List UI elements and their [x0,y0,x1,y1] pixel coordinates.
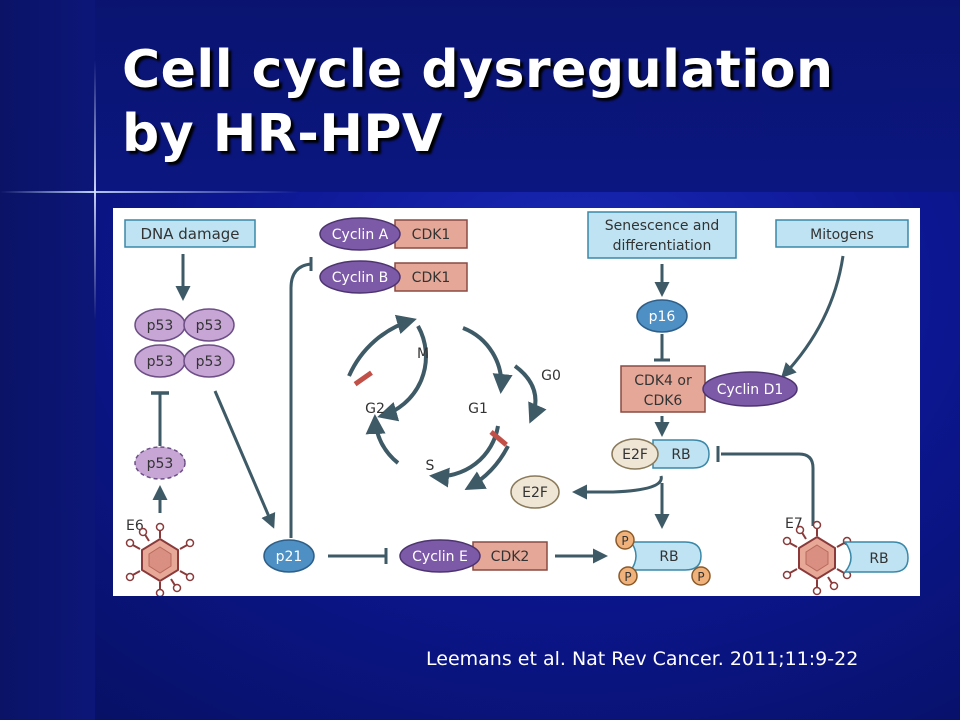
cyclin-d1-label: Cyclin D1 [717,382,784,398]
p16-label: p16 [649,309,676,325]
cell-cycle-diagram: DNA damage p53 p53 p53 p53 p53 E6 [124,211,909,596]
phosphate-label: P [621,534,628,548]
senescence-line-1: Senescence and [605,218,720,234]
cdk1-label: CDK1 [412,270,451,286]
p53-label: p53 [196,318,223,334]
cyclin-b-cdk1-complex: Cyclin B CDK1 [319,260,468,294]
dna-damage-box: DNA damage [124,219,256,248]
cdk1-label: CDK1 [412,227,451,243]
phosphate-label: P [697,570,704,584]
mitogens-box: Mitogens [775,219,909,248]
cycle-arrow [377,325,428,422]
title-line-1: Cell cycle dysregulation [122,40,834,100]
checkpoint-marker [353,370,373,387]
hpv-virus-icon [782,520,852,596]
cell-cycle-wheel [347,314,547,490]
citation: Leemans et al. Nat Rev Cancer. 2011;11:9… [426,648,859,670]
inhibit-p21-to-cyclin-b [289,262,312,538]
diagram-panel: DNA damage p53 p53 p53 p53 p53 E6 [113,208,920,596]
g0-arrow [513,364,547,424]
p53-label: p53 [196,354,223,370]
e2f-rb-complex: RB E2F [611,438,710,470]
p53-degraded: p53 [134,446,186,480]
p53-tetramer: p53 p53 p53 p53 [134,308,235,378]
phase-s-label: S [426,458,435,474]
title-band [0,0,960,192]
inhibit-e7-to-rb [721,452,815,526]
rb-label: RB [671,447,690,463]
checkpoint-marker [489,430,508,447]
cycle-arrow-outer [464,445,510,490]
rb-label: RB [659,549,678,565]
arrow-mitogens-to-cyclin-d1 [780,255,845,379]
title-line-2: by HR-HPV [122,104,443,164]
light-flare-horizontal [0,191,300,193]
p21-node: p21 [263,539,315,573]
phase-g2-label: G2 [365,401,385,417]
cdk4-line-1: CDK4 or [634,373,692,389]
cycle-arrow [429,425,500,488]
e7-bound-rb: RB [843,541,909,573]
phosphorylated-rb: RB P P P [615,530,711,586]
phase-g1-label: G1 [468,401,488,417]
p21-label: p21 [276,549,303,565]
slide-title: Cell cycle dysregulation by HR-HPV [122,38,922,166]
rb-label: RB [869,551,888,567]
cycle-arrow [365,414,400,465]
cdk4-line-2: CDK6 [644,393,683,409]
phosphate-label: P [624,570,631,584]
phase-g0-label: G0 [541,368,561,384]
light-flare-vertical [94,60,96,320]
p53-label: p53 [147,354,174,370]
cycle-arrow-outer [347,314,417,377]
e2f-label: E2F [622,447,648,463]
free-e2f: E2F [510,475,560,509]
cycle-arrow [462,326,513,394]
cdk4-cyclin-d1-complex: CDK4 or CDK6 Cyclin D1 [620,365,798,413]
cdk2-label: CDK2 [491,549,530,565]
senescence-line-2: differentiation [613,238,712,254]
dna-damage-label: DNA damage [140,225,239,243]
p16-node: p16 [636,299,688,333]
cyclin-e-label: Cyclin E [412,549,468,565]
arrow-p53-to-p21 [213,390,276,529]
mitogens-label: Mitogens [810,227,874,243]
arrow-rb-releases-e2f [572,475,663,500]
cyclin-b-label: Cyclin B [332,270,388,286]
left-band [0,0,95,720]
senescence-box: Senescence and differentiation [587,211,737,259]
phase-m-label: M [417,346,429,362]
hpv-virus-icon [125,522,195,596]
e2f-label: E2F [522,485,548,501]
cyclin-a-label: Cyclin A [332,227,389,243]
p53-label: p53 [147,318,174,334]
cyclin-e-cdk2-complex: Cyclin E CDK2 [399,539,548,573]
cyclin-a-cdk1-complex: Cyclin A CDK1 [319,217,468,251]
p53-label: p53 [147,456,174,472]
